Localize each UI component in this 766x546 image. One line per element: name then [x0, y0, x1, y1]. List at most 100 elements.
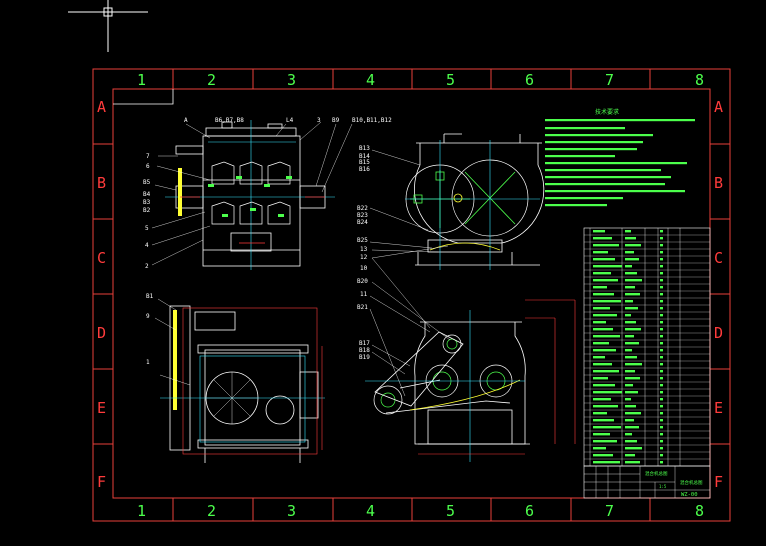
parts-cell-text [625, 356, 637, 359]
col-label: 8 [695, 71, 704, 89]
parts-cell-text [660, 307, 663, 310]
parts-list[interactable] [583, 227, 711, 467]
parts-cell-text [593, 258, 615, 261]
parts-cell-text [593, 440, 617, 443]
parts-cell-text [625, 335, 634, 338]
col-label: 2 [207, 71, 216, 89]
column-labels-bottom: 1 2 3 4 5 6 7 8 [137, 502, 704, 520]
parts-cell-text [593, 244, 619, 247]
part-label: B24 [357, 219, 368, 226]
parts-cell-text [660, 258, 663, 261]
part-label: 6 [146, 163, 150, 170]
parts-cell-text [593, 272, 611, 275]
parts-cell-text [593, 251, 608, 254]
parts-cell-text [660, 377, 663, 380]
row-label: C [97, 249, 106, 267]
parts-cell-text [625, 433, 632, 436]
part-label: B3 [143, 199, 151, 206]
parts-cell-text [593, 335, 620, 338]
col-label: 8 [695, 502, 704, 520]
parts-cell-text [660, 412, 663, 415]
part-label: 1 [146, 359, 150, 366]
drawing-name-cell: 混合机总图 [680, 479, 703, 486]
parts-cell-text [660, 321, 663, 324]
parts-cell-text [660, 237, 663, 240]
parts-cell-text [593, 384, 615, 387]
part-label: B18 [359, 347, 370, 354]
row-label: E [97, 399, 106, 417]
row-label: F [97, 473, 106, 491]
col-label: 3 [287, 502, 296, 520]
parts-cell-text [625, 230, 631, 233]
parts-cell-text [625, 440, 637, 443]
part-label: B19 [359, 354, 370, 361]
plan-view[interactable]: B1 9 1 [146, 293, 325, 463]
part-label: B23 [357, 212, 368, 219]
parts-cell-text [625, 426, 639, 429]
parts-cell-text [593, 307, 610, 310]
crosshair-cursor [68, 0, 148, 52]
parts-cell-text [593, 433, 610, 436]
tech-notes-title: 技术要求 [595, 108, 619, 116]
part-label: B25 [357, 237, 368, 244]
parts-cell-text [593, 293, 614, 296]
parts-cell-text [593, 286, 607, 289]
parts-cell-text [593, 370, 619, 373]
row-labels-left: A B C D E F [97, 98, 106, 491]
parts-cell-text [660, 244, 663, 247]
col-label: 1 [137, 71, 146, 89]
parts-cell-text [625, 461, 640, 464]
part-label: B10,B11,B12 [352, 117, 392, 124]
parts-cell-text [625, 419, 634, 422]
parts-cell-text [625, 349, 632, 352]
section-view[interactable]: B17 B18 B19 [359, 257, 576, 462]
part-label: 11 [360, 291, 368, 298]
row-label: D [97, 324, 106, 342]
parts-cell-text [593, 314, 617, 317]
parts-cell-text [593, 328, 613, 331]
parts-cell-text [593, 454, 613, 457]
title-block[interactable]: 混合机总图 混合机总图 WZ-00 1:5 [583, 465, 711, 499]
part-label: L4 [286, 117, 294, 124]
parts-cell-text [625, 258, 639, 261]
part-label: 10 [360, 265, 368, 272]
parts-cell-text [593, 412, 607, 415]
parts-cell-text [660, 293, 663, 296]
row-label: F [714, 473, 723, 491]
col-label: 4 [366, 502, 375, 520]
parts-cell-text [593, 349, 616, 352]
parts-cell-text [625, 328, 641, 331]
parts-cell-text [660, 251, 663, 254]
row-label: D [714, 324, 723, 342]
parts-cell-text [593, 447, 606, 450]
part-label: B2 [143, 207, 151, 214]
parts-cell-text [593, 461, 620, 464]
parts-cell-text [625, 342, 639, 345]
parts-cell-text [660, 454, 663, 457]
part-label: 12 [360, 254, 368, 261]
front-view[interactable]: A B6,B7,B8 L4 3 B9 B10,B11,B12 7 6 B5 B4… [143, 117, 392, 270]
parts-cell-text [660, 342, 663, 345]
parts-cell-text [660, 356, 663, 359]
parts-cell-text [593, 426, 621, 429]
parts-cell-text [625, 237, 636, 240]
parts-cell-text [660, 265, 663, 268]
part-label: B21 [357, 304, 368, 311]
col-label: 6 [525, 502, 534, 520]
parts-cell-text [625, 265, 632, 268]
parts-cell-text [660, 230, 663, 233]
parts-cell-text [660, 391, 663, 394]
parts-cell-text [660, 426, 663, 429]
parts-cell-text [660, 440, 663, 443]
parts-cell-text [593, 321, 606, 324]
col-label: 5 [446, 502, 455, 520]
side-view[interactable]: B13 B14 B15 B16 B22 B23 B24 B25 13 12 10… [357, 133, 545, 311]
parts-cell-text [660, 447, 663, 450]
part-label: B22 [357, 205, 368, 212]
parts-cell-text [593, 342, 609, 345]
parts-cell-text [625, 384, 633, 387]
parts-cell-text [625, 454, 635, 457]
parts-cell-text [625, 293, 640, 296]
parts-cell-text [660, 384, 663, 387]
